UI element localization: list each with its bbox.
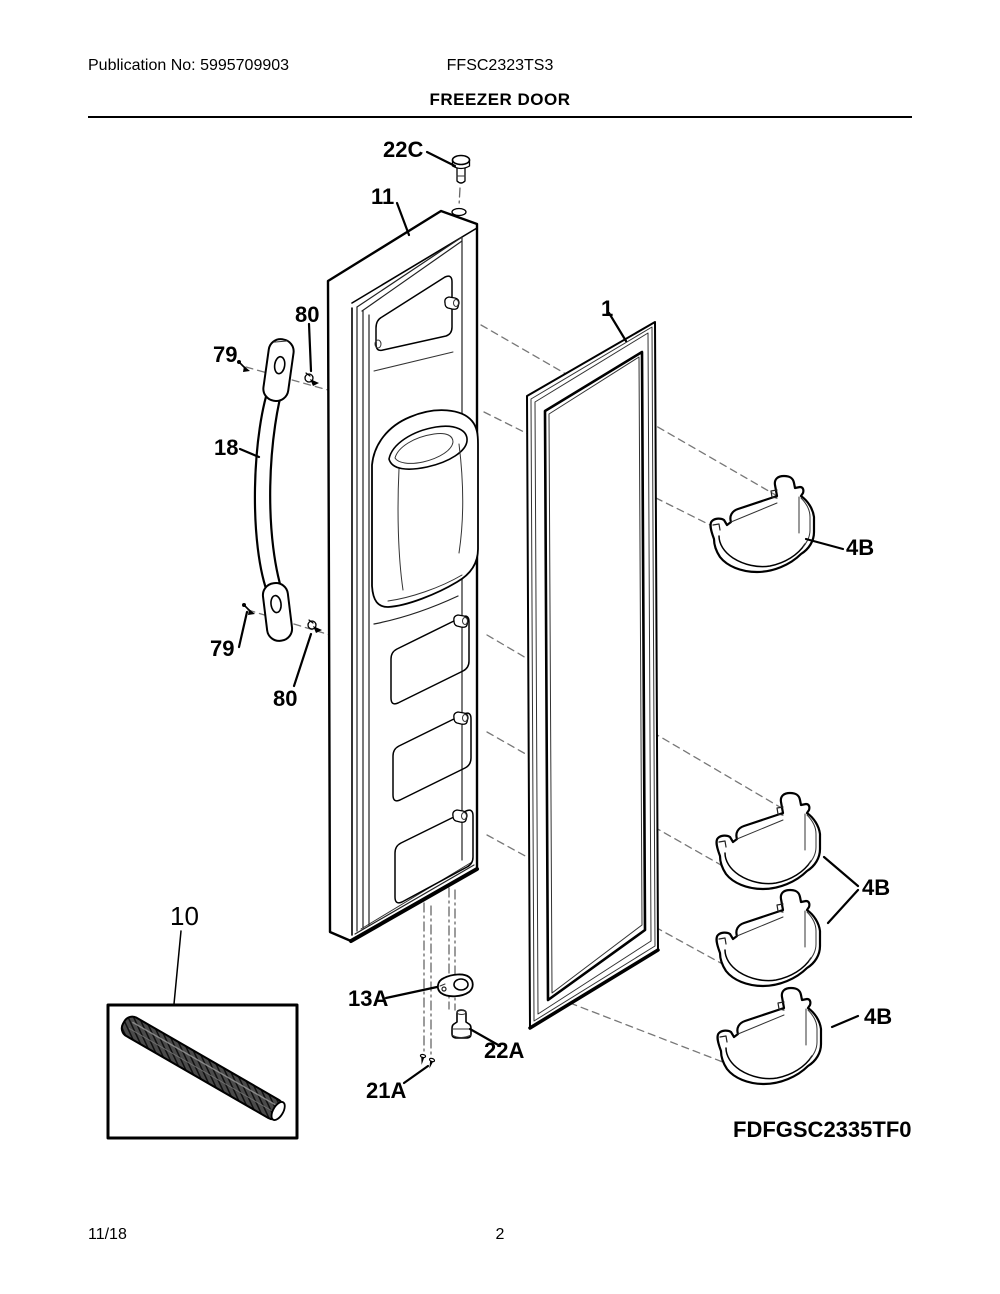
callout-79-lower: 79	[210, 636, 235, 661]
model-number: FFSC2323TS3	[446, 57, 554, 74]
callout-80-lower: 80	[273, 686, 298, 711]
shelf-peg	[452, 809, 468, 823]
door-bin-middle-2	[715, 888, 822, 988]
callout-21a: 21A	[366, 1078, 407, 1103]
footer-page-number: 2	[495, 1226, 505, 1243]
callout-18: 18	[214, 435, 239, 460]
callout-10: 10	[170, 901, 199, 931]
handle-fastener-lower	[307, 619, 323, 634]
door-bin-top	[709, 474, 816, 574]
top-hinge-pin	[451, 154, 471, 184]
callout-4b-upper: 4B	[846, 535, 875, 560]
section-title: FREEZER DOOR	[429, 90, 571, 109]
freezer-door-panel	[326, 207, 479, 943]
callout-79-upper: 79	[213, 342, 238, 367]
handle-screw-upper	[236, 359, 251, 373]
water-tube	[120, 1015, 286, 1121]
assembly-code: FDFGSC2335TF0	[733, 1117, 912, 1142]
callout-11: 11	[371, 184, 395, 209]
callout-22c: 22C	[383, 137, 424, 162]
callout-80-upper: 80	[295, 302, 320, 327]
leader-lines	[173, 150, 860, 1085]
callout-22a: 22A	[484, 1038, 525, 1063]
door-gasket	[526, 321, 660, 1030]
door-bin-bottom	[716, 986, 823, 1086]
shelf-peg	[453, 711, 469, 725]
door-handle	[253, 338, 295, 642]
water-tube-box	[106, 1003, 299, 1140]
hinge-bracket	[437, 973, 474, 998]
handle-screw-lower	[241, 602, 256, 616]
shelf-peg	[444, 296, 460, 310]
title-rule	[88, 116, 912, 118]
hinge-axis-lines	[423, 887, 456, 1059]
callout-4b-lower: 4B	[864, 1004, 893, 1029]
hinge-pin	[451, 1009, 472, 1039]
callout-4b-middle: 4B	[862, 875, 891, 900]
callout-13a: 13A	[348, 986, 389, 1011]
footer-date: 11/18	[88, 1226, 127, 1243]
door-bin-middle-1	[715, 791, 822, 891]
publication-number: Publication No: 5995709903	[88, 57, 290, 74]
door-bins	[709, 474, 823, 1086]
callout-1: 1	[601, 296, 614, 321]
shelf-peg	[453, 614, 469, 628]
